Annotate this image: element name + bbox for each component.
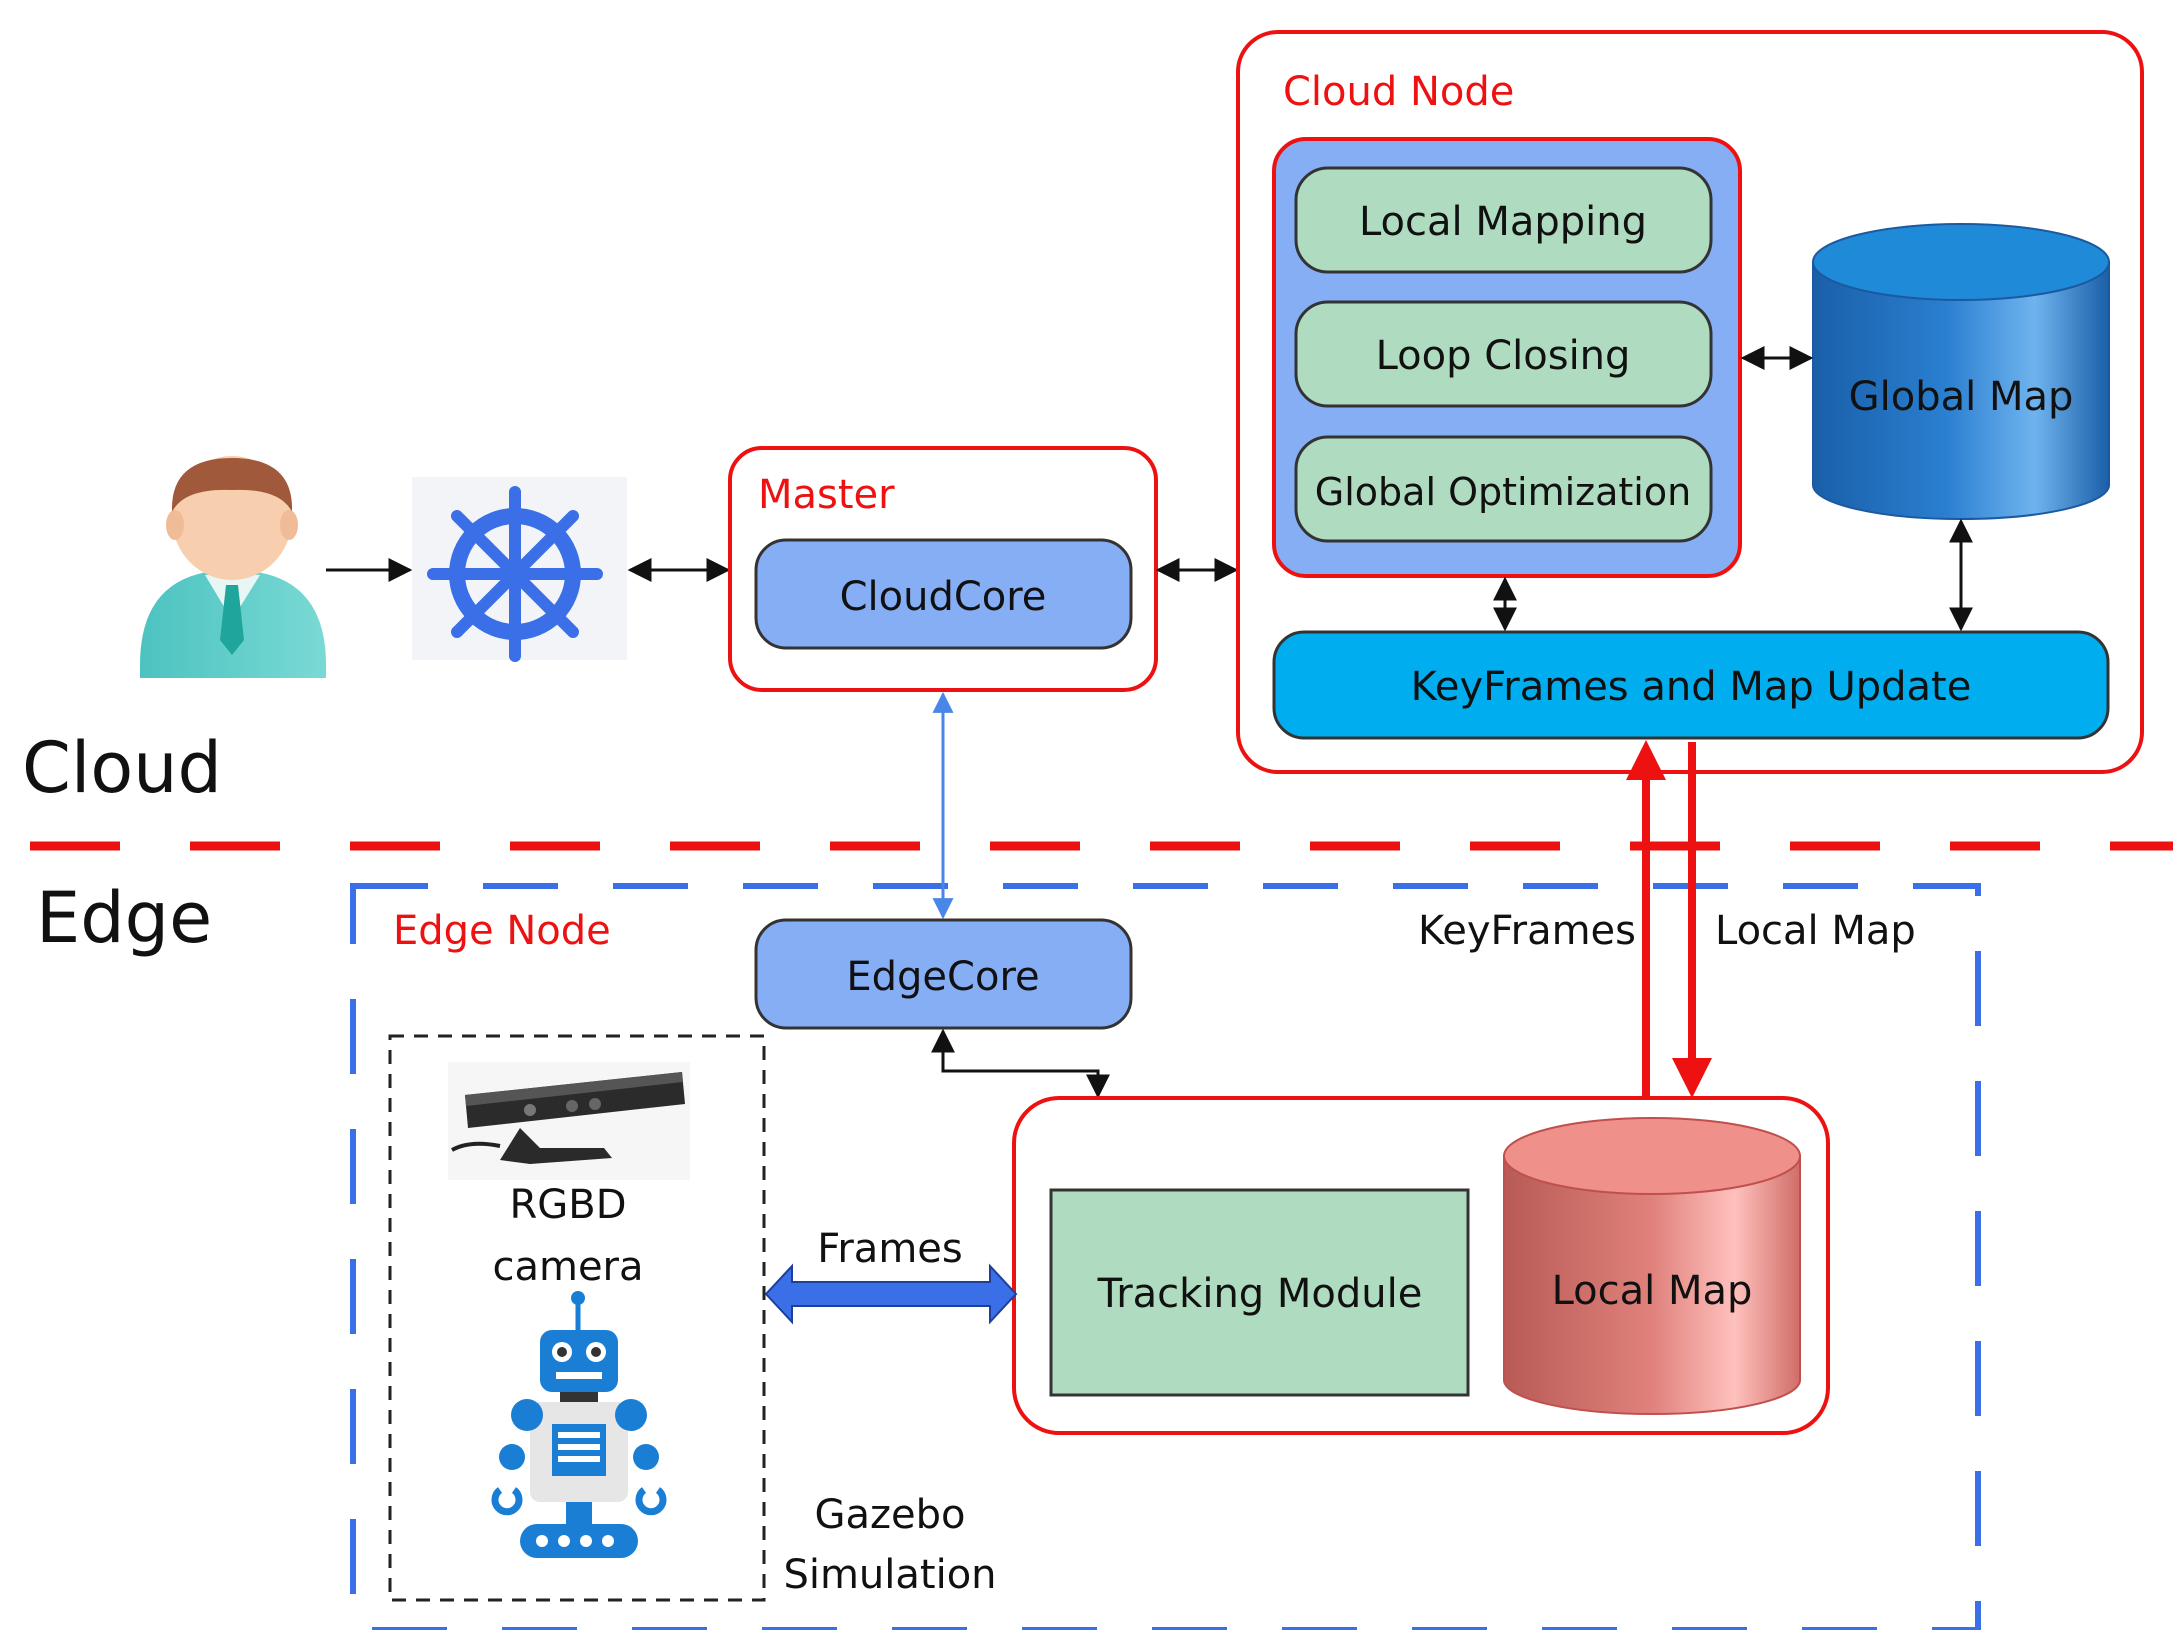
rgbd-label-line2: camera	[492, 1244, 643, 1290]
localmap-edge-label: Local Map	[1715, 908, 1916, 954]
gazebo-label-line1: Gazebo	[815, 1492, 966, 1538]
cloudcore-label: CloudCore	[840, 574, 1047, 620]
tracking-module	[1049, 1188, 1470, 1397]
global-map-label: Global Map	[1849, 374, 2074, 420]
cloudcore-module	[754, 538, 1133, 650]
user-avatar-icon	[140, 456, 326, 678]
keyframes-update-label: KeyFrames and Map Update	[1411, 664, 1972, 710]
frames-double-arrow	[764, 1263, 1018, 1325]
edgecore-module	[754, 918, 1133, 1030]
keyframes-update-module	[1272, 630, 2110, 740]
local-map-label: Local Map	[1552, 1268, 1753, 1314]
loop-closing-label: Loop Closing	[1376, 333, 1631, 379]
cloud-node-title: Cloud Node	[1283, 69, 1514, 115]
master-title: Master	[758, 472, 895, 518]
global-optimization-label: Global Optimization	[1315, 470, 1691, 514]
rgbd-label-line1: RGBD	[509, 1182, 626, 1228]
loop-closing-module	[1294, 300, 1713, 408]
local-map-cylinder	[1503, 1117, 1801, 1415]
global-map-cylinder	[1812, 223, 2110, 520]
edge-zone-label: Edge	[36, 877, 212, 959]
edge-node-box	[350, 883, 1981, 1630]
edge-node-title: Edge Node	[393, 908, 611, 954]
rgbd-camera-icon	[448, 1062, 690, 1180]
cloud-zone-label: Cloud	[22, 727, 222, 809]
global-optimization-module	[1294, 435, 1713, 543]
edgecore-label: EdgeCore	[846, 954, 1039, 1000]
kubernetes-helm-icon	[412, 477, 627, 662]
tracking-module-label: Tracking Module	[1097, 1271, 1423, 1317]
gazebo-label-line2: Simulation	[783, 1552, 996, 1598]
local-mapping-label: Local Mapping	[1359, 199, 1647, 245]
local-mapping-module	[1294, 166, 1713, 274]
keyframes-edge-label: KeyFrames	[1418, 908, 1636, 954]
frames-label: Frames	[817, 1226, 962, 1272]
device-panel-box	[388, 1034, 766, 1602]
arrow-edgecore-tracking	[931, 1028, 1110, 1099]
robot-icon	[491, 1291, 667, 1558]
